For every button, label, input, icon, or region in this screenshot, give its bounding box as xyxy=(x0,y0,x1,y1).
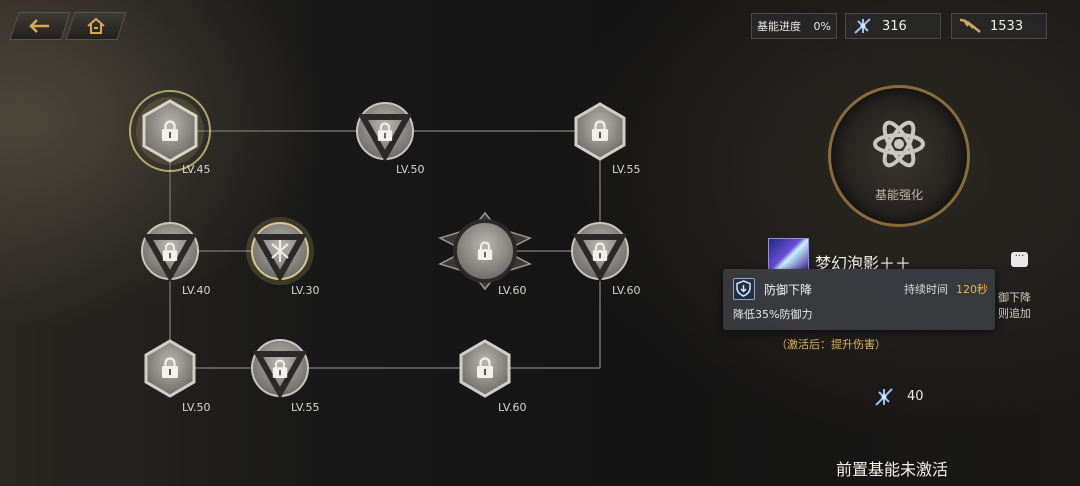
node-level-label: LV.60 xyxy=(498,401,527,414)
skill-node[interactable] xyxy=(141,222,199,283)
home-icon xyxy=(87,18,105,34)
tooltip-duration-value: 120秒 xyxy=(956,283,988,296)
skill-name: 梦幻泡影＋＋ xyxy=(815,254,912,273)
skill-node[interactable] xyxy=(129,90,211,172)
currency-feather[interactable]: 1533 xyxy=(951,13,1047,39)
skill-node[interactable] xyxy=(251,339,309,400)
prerequisite-locked-text: 前置基能未激活 xyxy=(836,460,949,479)
node-level-label: LV.50 xyxy=(182,401,211,414)
progress-bar: 基能进度 0% xyxy=(751,13,837,39)
skill-node[interactable] xyxy=(144,339,196,398)
skill-node[interactable] xyxy=(459,339,511,398)
skill-node[interactable] xyxy=(246,217,314,285)
core-label: 基能强化 xyxy=(874,188,923,202)
currency-crystal[interactable]: 316 xyxy=(845,13,941,39)
progress-value: 0% xyxy=(813,19,831,33)
tooltip-duration-label: 持续时间 xyxy=(904,283,948,296)
skill-node[interactable] xyxy=(571,222,629,283)
tooltip-description: 降低35%防御力 xyxy=(733,308,813,321)
activate-note: （激活后：提升伤害） xyxy=(776,338,886,351)
shield-down-icon xyxy=(733,278,755,300)
node-level-label: LV.55 xyxy=(291,401,320,414)
skill-node[interactable] xyxy=(356,102,414,163)
tooltip-title: 防御下降 xyxy=(764,283,813,297)
currency-feather-value: 1533 xyxy=(990,18,1024,34)
skill-description-fragment: 则追加 xyxy=(998,307,1031,320)
crystal-shard-icon xyxy=(854,18,871,34)
node-level-label: LV.60 xyxy=(498,284,527,297)
atom-emblem-icon xyxy=(873,120,925,168)
currency-crystal-value: 316 xyxy=(882,18,907,34)
skill-tree xyxy=(129,90,629,400)
progress-label: 基能进度 xyxy=(757,20,801,33)
home-button[interactable] xyxy=(65,12,127,40)
tree-connectors xyxy=(169,130,601,369)
more-button[interactable]: ··· xyxy=(1011,252,1028,267)
node-level-label: LV.60 xyxy=(612,284,641,297)
skill-description-fragment: 御下降 xyxy=(998,291,1031,304)
crystal-shard-icon xyxy=(875,388,893,406)
feather-icon xyxy=(959,18,981,33)
back-arrow-icon xyxy=(29,19,49,33)
buff-tooltip: 防御下降 持续时间 120秒 降低35%防御力 xyxy=(723,269,995,330)
node-level-label: LV.50 xyxy=(396,163,425,176)
node-level-label: LV.40 xyxy=(182,284,211,297)
skill-portrait xyxy=(768,238,809,272)
node-level-label: LV.30 xyxy=(291,284,320,297)
node-level-label: LV.45 xyxy=(182,163,211,176)
skill-node[interactable] xyxy=(438,211,532,291)
node-level-label: LV.55 xyxy=(612,163,641,176)
core-emblem[interactable] xyxy=(828,85,970,227)
skill-node[interactable] xyxy=(574,102,626,161)
back-button[interactable] xyxy=(9,12,71,40)
unlock-cost: 40 xyxy=(907,389,924,404)
